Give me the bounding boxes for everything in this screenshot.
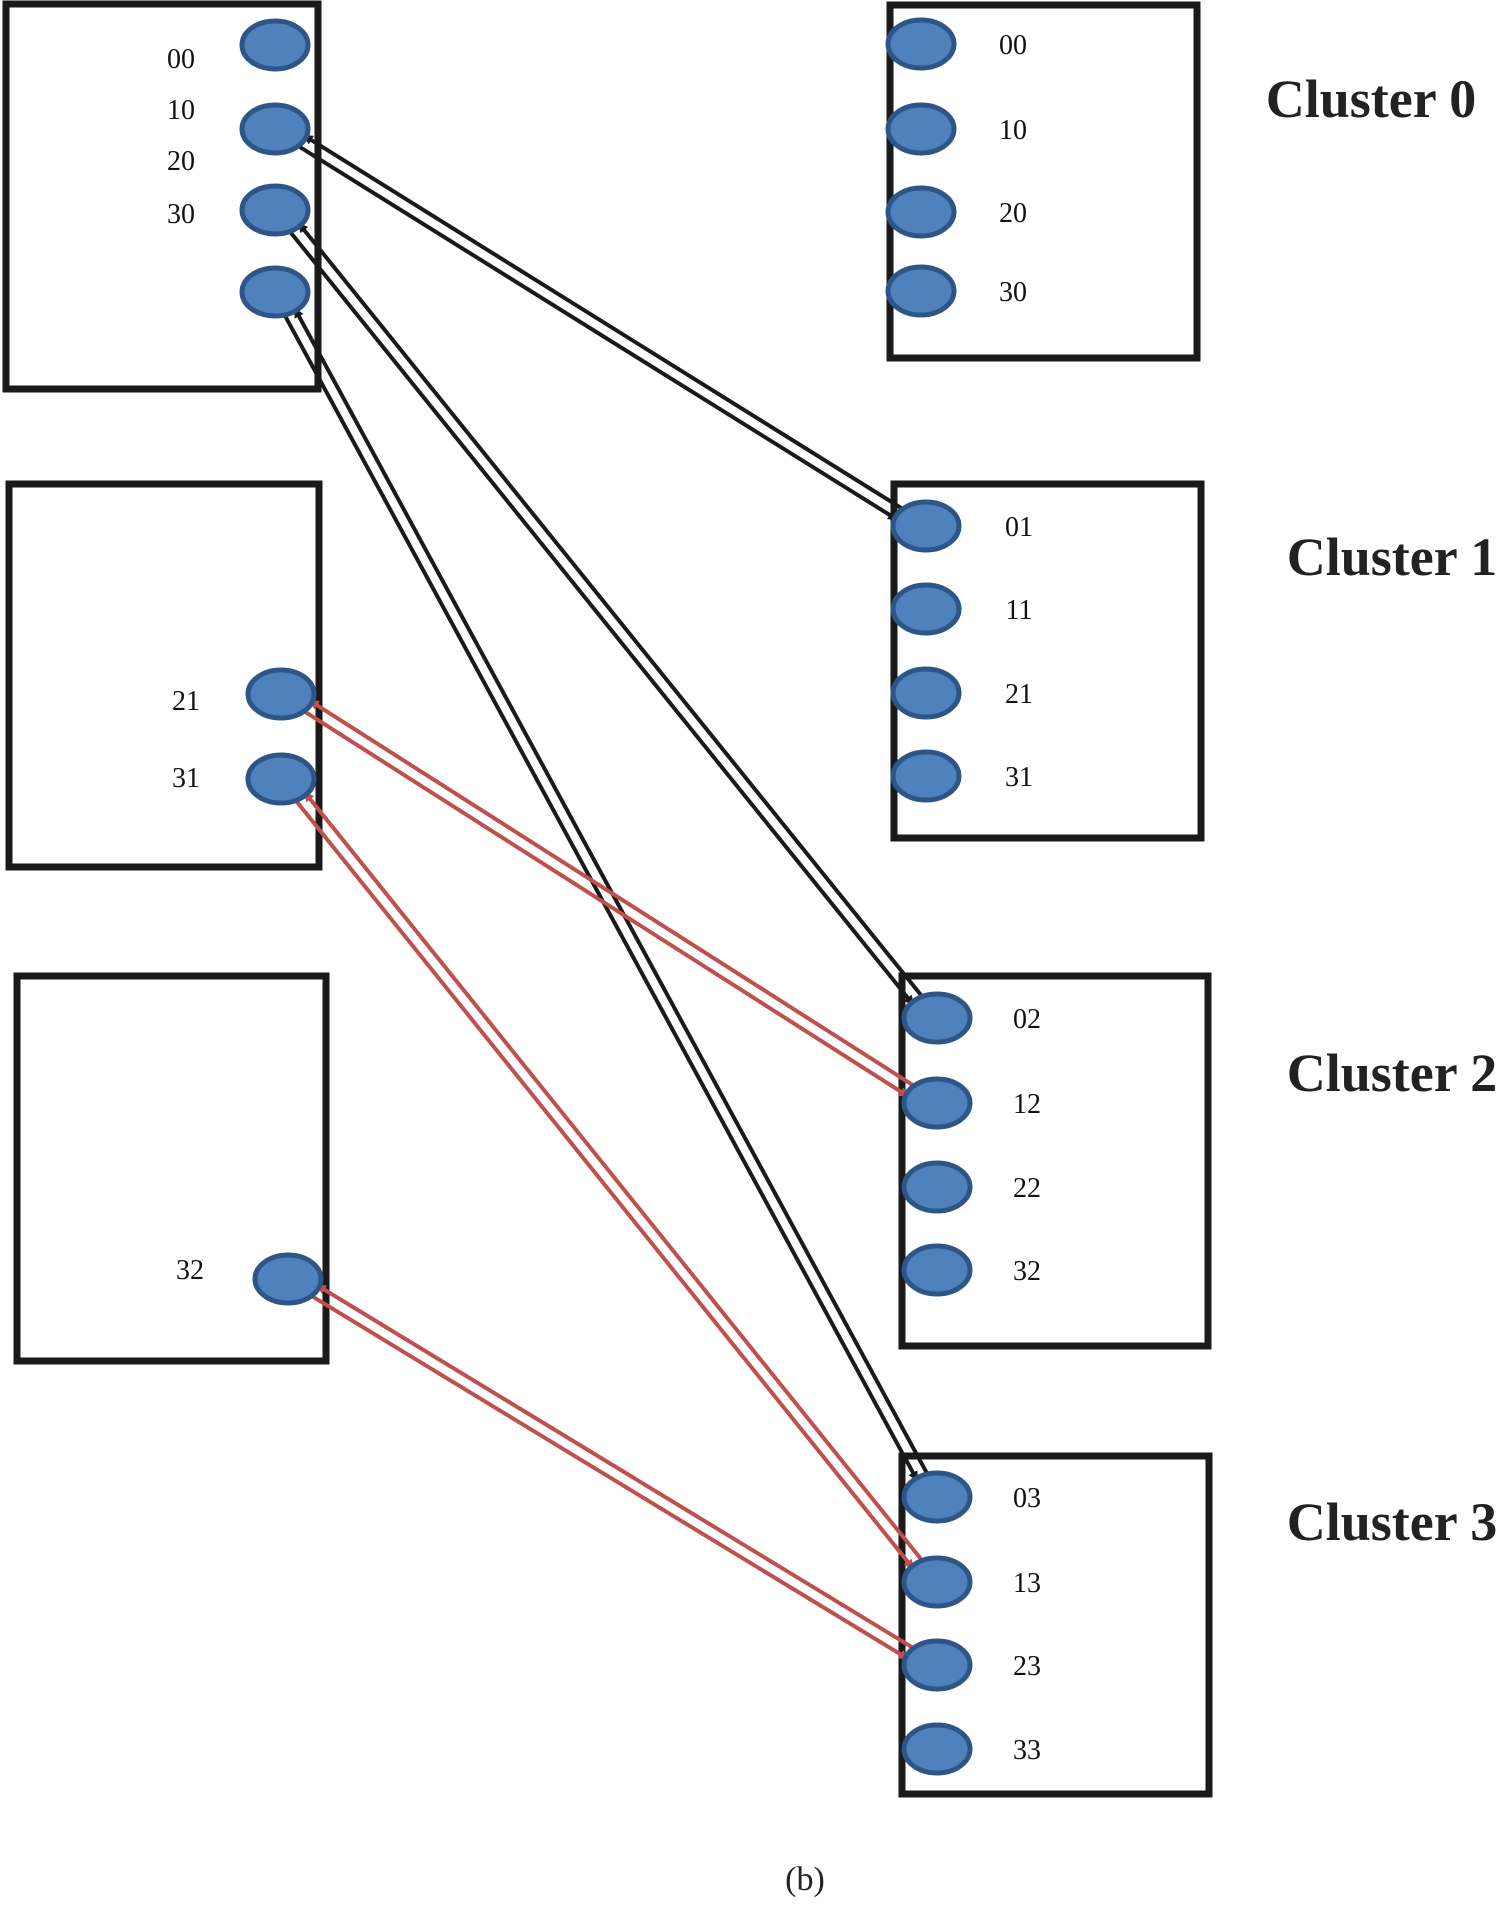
link-backward-3 [308, 698, 916, 1088]
cluster-title-2: Cluster 2 [1287, 1043, 1498, 1103]
cluster-3-node-0 [901, 1470, 973, 1524]
cluster-1-node-0 [890, 499, 962, 553]
link-backward-1 [297, 221, 925, 999]
link-backward-4 [303, 790, 925, 1563]
left-node-label: 10 [167, 95, 195, 126]
left-node-label: 31 [172, 763, 200, 794]
boxes-layer [2, 0, 1213, 1798]
cluster-title-3: Cluster 3 [1287, 1492, 1498, 1552]
cluster-3-node-3 [901, 1722, 973, 1776]
cluster-1-node-1 [890, 582, 962, 636]
cluster-1-node-2 [890, 666, 962, 720]
cluster-2-node-3 [901, 1243, 973, 1297]
cluster-node-label: 11 [1006, 595, 1033, 626]
left-node-label: 30 [167, 199, 195, 230]
cluster-0-node-2 [885, 185, 957, 239]
cluster-node-label: 21 [1005, 679, 1033, 710]
left-node-label: 00 [167, 44, 195, 75]
cluster-2-node-0 [901, 991, 973, 1045]
link-forward-3 [302, 709, 910, 1099]
cluster-0-node-3 [885, 264, 957, 318]
left-node-l2a [252, 1252, 324, 1306]
link-forward-0 [296, 143, 899, 522]
nodes-layer [239, 17, 973, 1776]
left-node-l0a [239, 18, 311, 72]
cluster-box-2 [898, 972, 1212, 1350]
cluster-node-label: 31 [1005, 762, 1033, 793]
cluster-node-label: 01 [1005, 512, 1033, 543]
cluster-box-0 [886, 1, 1201, 362]
left-node-label: 21 [172, 686, 200, 717]
figure-caption: (b) [785, 1861, 825, 1898]
link-forward-1 [287, 229, 915, 1007]
cluster-node-label: 13 [1013, 1568, 1041, 1599]
cluster-3-node-1 [901, 1555, 973, 1609]
cluster-node-label: 22 [1013, 1173, 1041, 1204]
cluster-node-label: 00 [999, 30, 1027, 61]
link-backward-0 [302, 133, 905, 512]
cluster-title-0: Cluster 0 [1266, 69, 1477, 129]
links-layer [282, 133, 930, 1661]
cluster-1-node-3 [890, 749, 962, 803]
left-box-l0 [2, 0, 322, 393]
cluster-title-1: Cluster 1 [1287, 527, 1498, 587]
cluster-node-label: 32 [1013, 1256, 1041, 1287]
left-node-label: 20 [167, 146, 195, 177]
cluster-node-label: 12 [1013, 1089, 1041, 1120]
cluster-0-node-1 [885, 102, 957, 156]
cluster-node-label: 23 [1013, 1651, 1041, 1682]
left-node-l1a [245, 667, 317, 721]
cluster-node-label: 10 [999, 115, 1027, 146]
link-backward-5 [315, 1283, 916, 1651]
cluster-2-node-2 [901, 1160, 973, 1214]
cluster-2-node-1 [901, 1076, 973, 1130]
cluster-box-1 [890, 480, 1205, 842]
link-forward-5 [309, 1293, 910, 1661]
cluster-3-node-2 [901, 1638, 973, 1692]
cluster-node-label: 02 [1013, 1004, 1041, 1035]
link-forward-4 [293, 798, 915, 1571]
cluster-0-node-0 [885, 17, 957, 71]
cluster-box-3 [898, 1452, 1213, 1798]
left-node-l0b [239, 102, 311, 156]
left-node-l1b [245, 752, 317, 806]
left-node-label: 32 [176, 1255, 204, 1286]
cluster-node-label: 30 [999, 277, 1027, 308]
left-node-l0d [239, 265, 311, 319]
left-box-l2 [13, 972, 330, 1365]
cluster-node-label: 20 [999, 198, 1027, 229]
left-node-l0c [239, 183, 311, 237]
cluster-node-label: 33 [1013, 1735, 1041, 1766]
left-box-l1 [5, 480, 323, 871]
cluster-node-label: 03 [1013, 1483, 1041, 1514]
link-forward-2 [282, 313, 920, 1482]
